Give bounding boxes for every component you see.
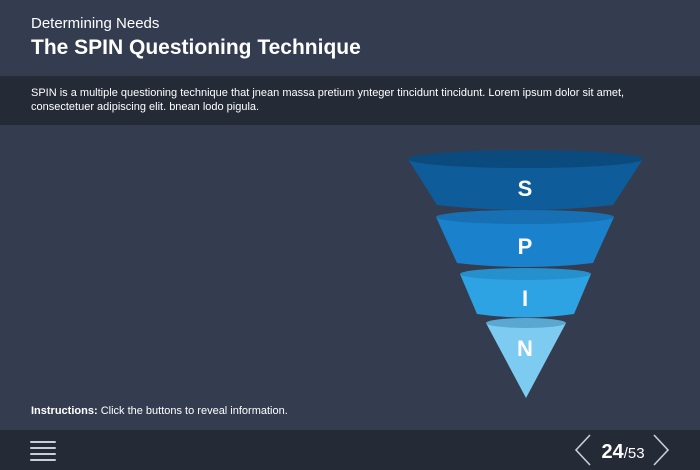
- page-total: /53: [623, 445, 645, 462]
- prev-arrow-icon[interactable]: [574, 434, 592, 466]
- page-counter: 24/53: [598, 441, 648, 464]
- page-current: 24: [601, 441, 624, 463]
- funnel-letter-s: S: [517, 176, 533, 201]
- page-title: The SPIN Questioning Technique: [31, 36, 361, 59]
- funnel-button-i[interactable]: I: [400, 266, 650, 322]
- footer-bar: 24/53: [0, 430, 700, 470]
- spin-funnel: S P I N: [400, 145, 650, 405]
- instructions-text: Click the buttons to reveal information.: [100, 405, 288, 417]
- funnel-segment-p-shape: [436, 210, 614, 267]
- funnel-letter-n: N: [517, 336, 533, 361]
- funnel-button-s[interactable]: S: [400, 145, 650, 213]
- instructions: Instructions: Click the buttons to revea…: [31, 405, 288, 417]
- funnel-button-n[interactable]: N: [400, 315, 650, 401]
- header: Determining Needs The SPIN Questioning T…: [0, 0, 700, 76]
- instructions-label: Instructions:: [31, 405, 98, 417]
- section-subtitle: Determining Needs: [31, 15, 160, 32]
- funnel-letter-p: P: [517, 234, 533, 259]
- description-bar: SPIN is a multiple questioning technique…: [0, 76, 700, 125]
- funnel-letter-i: I: [521, 286, 529, 311]
- funnel-segment-n-shape: [486, 318, 566, 398]
- pager: 24/53: [574, 434, 672, 466]
- funnel-button-p[interactable]: P: [400, 209, 650, 271]
- hamburger-menu-icon[interactable]: [30, 436, 56, 464]
- description-text: SPIN is a multiple questioning technique…: [31, 87, 625, 113]
- funnel-segment-i-shape: [460, 268, 591, 318]
- next-arrow-icon[interactable]: [652, 434, 670, 466]
- funnel-segment-s-shape: [408, 150, 643, 210]
